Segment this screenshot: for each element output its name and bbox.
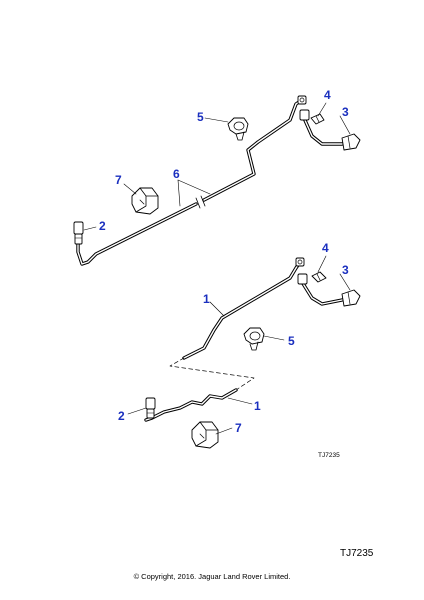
grommet-bottom bbox=[243, 327, 265, 351]
callout-5-bottom: 5 bbox=[288, 334, 295, 348]
brake-pipe-top-right bbox=[202, 98, 304, 202]
callout-6-top: 6 bbox=[173, 167, 180, 181]
bracket-top bbox=[131, 187, 159, 215]
callout-4-bottom: 4 bbox=[322, 241, 329, 255]
callout-7-bottom: 7 bbox=[235, 421, 242, 435]
leader-lines-bottom bbox=[127, 255, 351, 435]
callout-labels: 5 4 3 7 6 2 4 3 1 5 2 1 7 bbox=[99, 88, 349, 435]
dashed-connection bbox=[169, 357, 255, 391]
clip-bottom bbox=[311, 271, 327, 283]
grommet-top bbox=[227, 117, 249, 141]
figure-ref-small: TJ7235 bbox=[318, 452, 340, 459]
figure-ref-large: TJ7235 bbox=[340, 548, 374, 559]
top-assembly bbox=[73, 95, 361, 266]
clip-top bbox=[310, 113, 325, 125]
callout-3-bottom: 3 bbox=[342, 263, 349, 277]
pipe-end-top bbox=[297, 95, 307, 105]
copyright-notice: © Copyright, 2016. Jaguar Land Rover Lim… bbox=[134, 572, 291, 581]
callout-7-top: 7 bbox=[115, 173, 122, 187]
brake-pipe-bottom-lower bbox=[144, 388, 238, 422]
leader-lines-top bbox=[83, 102, 351, 231]
brake-pipe-top-left bbox=[76, 202, 198, 266]
callout-4-top: 4 bbox=[324, 88, 331, 102]
pipe-end-bottom bbox=[295, 257, 305, 267]
bracket-bottom bbox=[191, 421, 219, 449]
fitting-top bbox=[73, 221, 84, 245]
callout-2-top: 2 bbox=[99, 219, 106, 233]
callout-5-top: 5 bbox=[197, 110, 204, 124]
fitting-bottom bbox=[145, 397, 156, 419]
callout-1-upper: 1 bbox=[203, 292, 210, 306]
brake-pipe-bottom-upper bbox=[182, 260, 302, 360]
callout-1-lower: 1 bbox=[254, 399, 261, 413]
brake-hose-top bbox=[299, 109, 361, 151]
callout-2-bottom: 2 bbox=[118, 409, 125, 423]
brake-hose-bottom bbox=[297, 273, 361, 307]
bottom-assembly bbox=[127, 255, 361, 449]
callout-3-top: 3 bbox=[342, 105, 349, 119]
